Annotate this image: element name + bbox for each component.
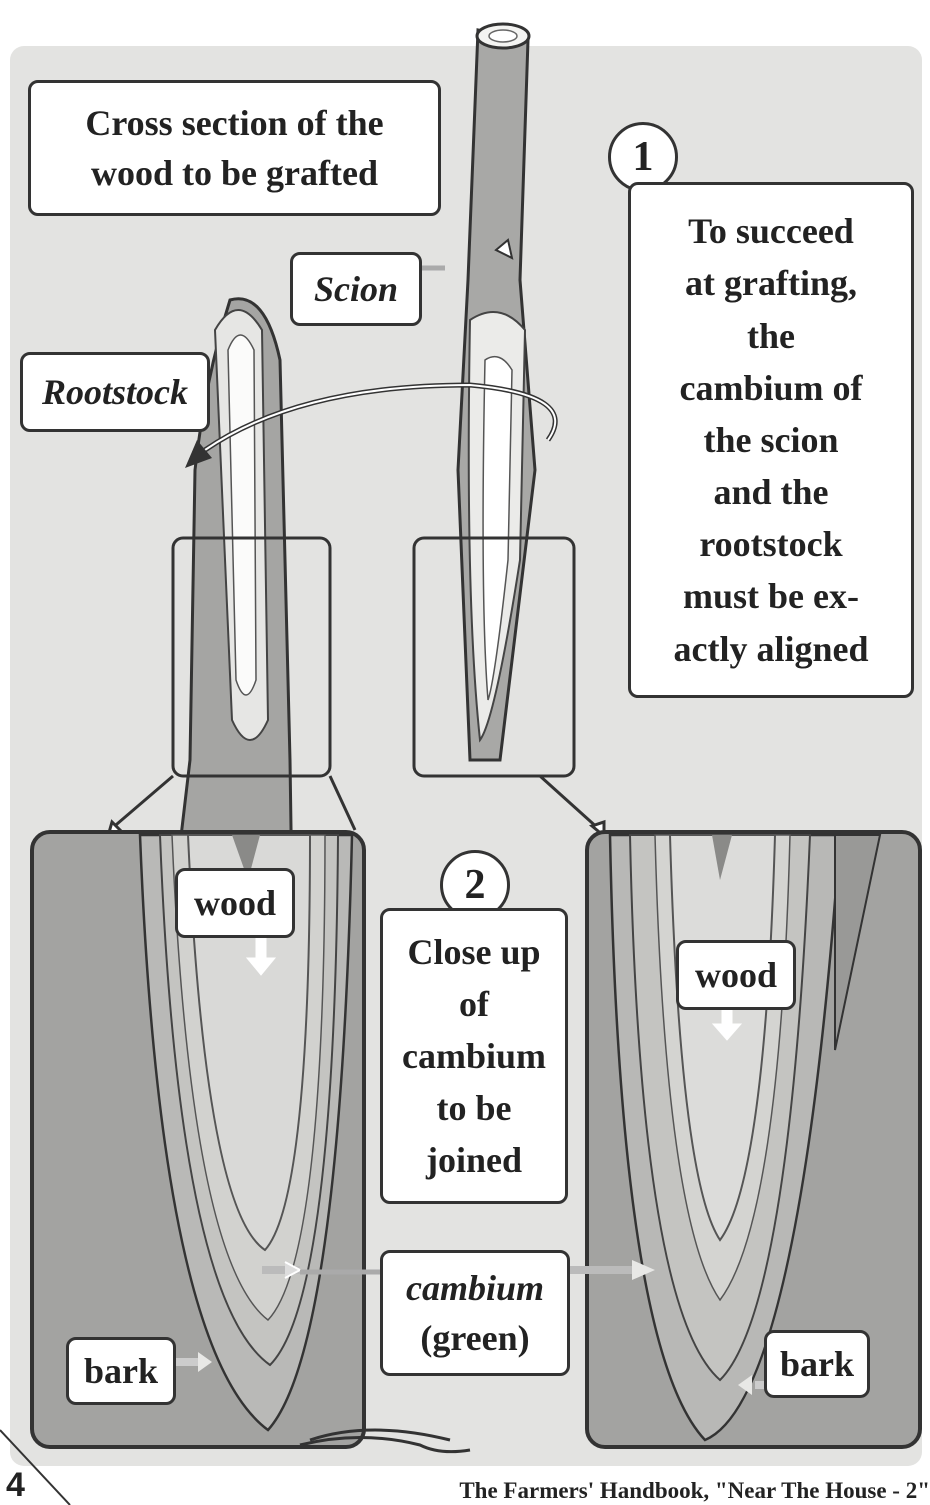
scion-label: Scion bbox=[290, 252, 422, 326]
step-2-line: to be bbox=[437, 1082, 512, 1134]
step-1-line: To succeed bbox=[688, 205, 854, 257]
page-number: 4 bbox=[6, 1466, 25, 1505]
book-title-footer: The Farmers' Handbook, "Near The House -… bbox=[459, 1478, 930, 1504]
rootstock-label: Rootstock bbox=[20, 352, 210, 432]
step-2-line: Close up bbox=[407, 926, 540, 978]
wood-label-right: wood bbox=[676, 940, 796, 1010]
step-1-line: the scion bbox=[704, 414, 839, 466]
step-1-line: the bbox=[747, 310, 795, 362]
step-2-line: cambium bbox=[402, 1030, 546, 1082]
wood-label-left: wood bbox=[175, 868, 295, 938]
step-1-line: must be ex- bbox=[683, 570, 859, 622]
bark-label-left: bark bbox=[66, 1337, 176, 1405]
cambium-label-term: cambium bbox=[406, 1263, 544, 1313]
step-1-line: actly aligned bbox=[674, 623, 869, 675]
step-1-line: and the bbox=[713, 466, 828, 518]
cambium-label-note: (green) bbox=[420, 1313, 529, 1363]
title-line-2: wood to be grafted bbox=[91, 148, 378, 198]
title-line-1: Cross section of the bbox=[85, 98, 383, 148]
step-1-line: cambium of bbox=[680, 362, 863, 414]
step-2-line: joined bbox=[426, 1134, 522, 1186]
step-2-text-box: Close up of cambium to be joined bbox=[380, 908, 568, 1204]
cambium-label: cambium (green) bbox=[380, 1250, 570, 1376]
step-2-line: of bbox=[459, 978, 489, 1030]
title-box: Cross section of the wood to be grafted bbox=[28, 80, 441, 216]
step-1-text-box: To succeed at grafting, the cambium of t… bbox=[628, 182, 914, 698]
step-1-line: at grafting, bbox=[685, 257, 857, 309]
bark-label-right: bark bbox=[764, 1330, 870, 1398]
step-1-line: rootstock bbox=[699, 518, 842, 570]
